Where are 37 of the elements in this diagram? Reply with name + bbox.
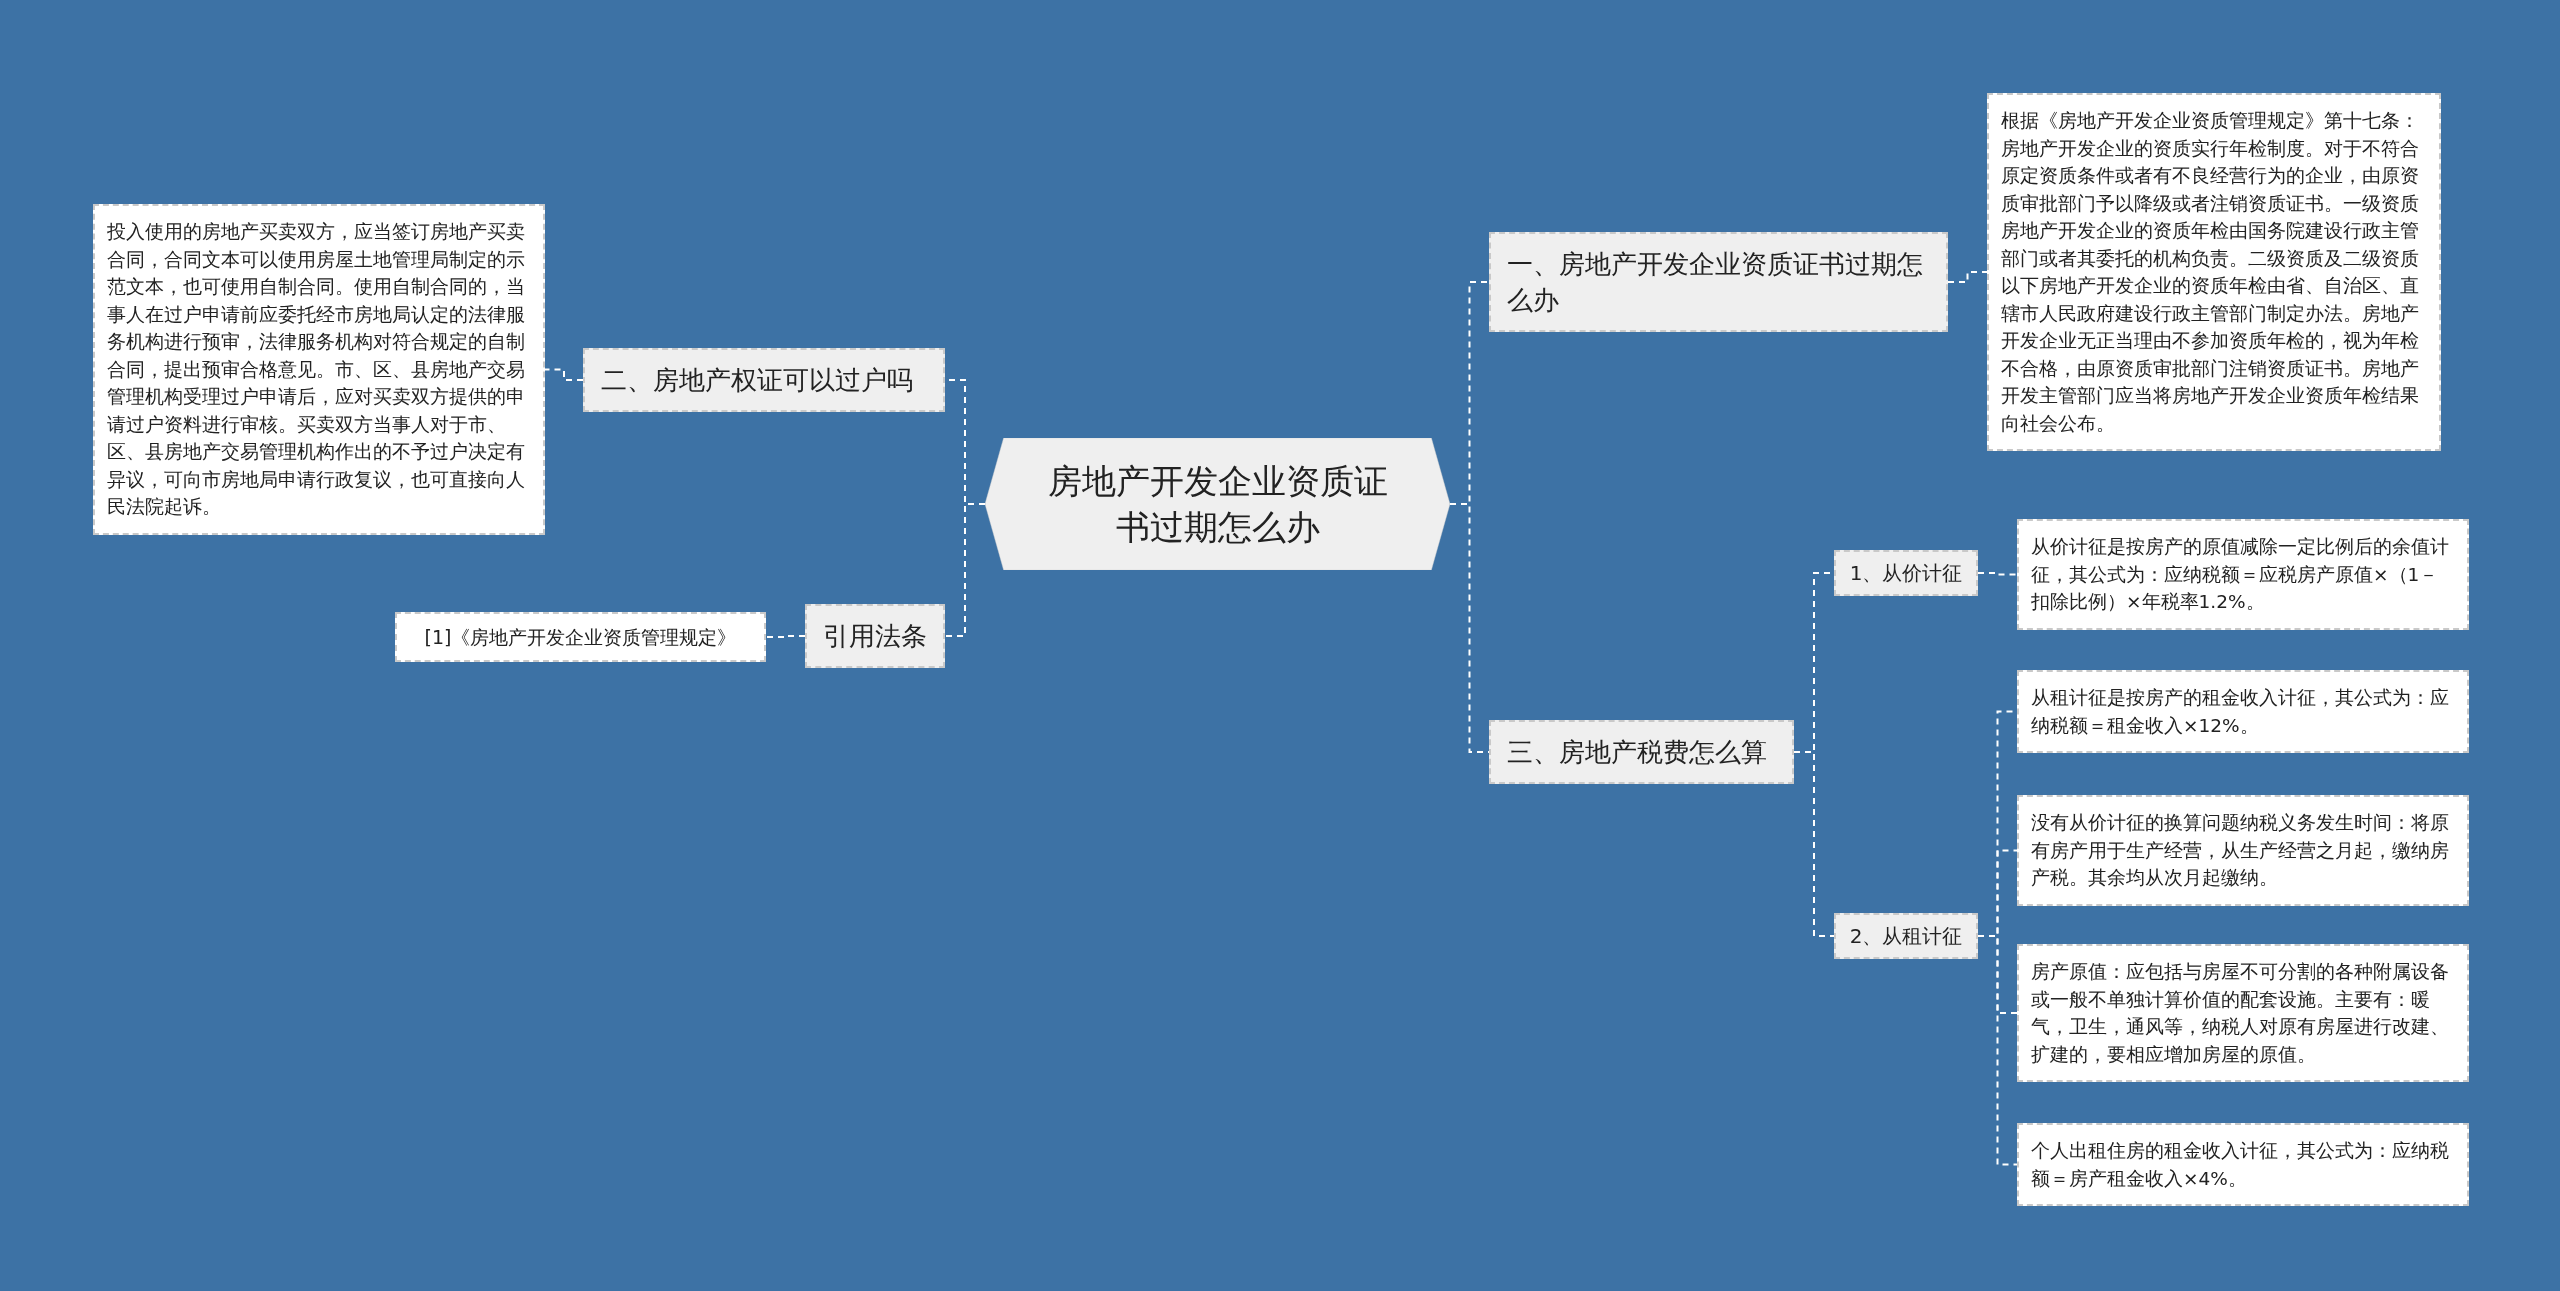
note-box (93, 204, 545, 535)
node-text: 一、房地产开发企业资质证书过期怎么办 (1507, 248, 1924, 317)
subtopic-box (1834, 913, 1978, 959)
note-box (2017, 670, 2469, 753)
node-text: 房地产开发企业资质证书过期怎么办 (1046, 460, 1389, 549)
note-box (2017, 1123, 2469, 1206)
connector-line (1793, 751, 1835, 937)
node-text: 根据《房地产开发企业资质管理规定》第十七条：房地产开发企业的资质实行年检制度。对于不符合原定资质条件或者有不良经营行为的企业，由原资质审批部门予以降级或者注销资质证书。一级资质房地产开发企业的资质年检由国务院建设行政主管部门或者其委托的机构负责。二级资质及二级资质以下房地产开发企业的资质年检由省、自治区、直辖市人民政府建设行政主管部门制定办法。房地产开发企业无正当理由不参加资质年检的，视为年检不合格，由原资质审批部门注销资质证书。房地产开发主管部门应当将房地产开发企业资质年检结果向社会公布。 (2001, 109, 2420, 436)
connector-line (1947, 271, 1988, 283)
topic-box (583, 348, 945, 412)
node-text: 二、房地产权证可以过户吗 (601, 364, 914, 397)
node-text: 三、房地产税费怎么算 (1507, 736, 1768, 769)
node-text: 引用法条 (823, 620, 927, 653)
node-text: 投入使用的房地产买卖双方，应当签订房地产买卖合同，合同文本可以使用房屋土地管理局制定的示范文本，也可使用自制合同。使用自制合同的，当事人在过户申请前应委托经市房地局认定的法律服务机构进行预审，法律服务机构对符合规定的自制合同，提出预审合格意见。市、区、县房地产交易管理机构受理过户申请后，应对买卖双方提供的申请过户资料进行审核。买卖双方当事人对于市、区、县房地产交易管理机构作出的不予过户决定有异议，可向市房地局申请行政复议，也可直接向人民法院起诉。 (107, 220, 526, 519)
note-box (1987, 93, 2441, 451)
reference-box (395, 612, 766, 662)
topic-box (1489, 232, 1948, 332)
note-box (2017, 944, 2469, 1082)
node-text: 个人出租住房的租金收入计征，其公式为：应纳税额＝房产租金收入×4%。 (2031, 1139, 2450, 1191)
subtopic-box (1834, 550, 1978, 596)
connector-line (765, 635, 806, 638)
node-text: 房产原值：应包括与房屋不可分割的各种附属设备或一般不单独计算价值的配套设施。主要有：暖气，卫生，通风等，纳税人对原有房屋进行改建、扩建的，要相应增加房屋的原值。 (2031, 960, 2450, 1067)
node-text: 2、从租计征 (1848, 923, 1964, 950)
node-text: 1、从价计征 (1848, 560, 1964, 587)
node-text: 从价计征是按房产的原值减除一定比例后的余值计征，其公式为：应纳税额＝应税房产原值×（1－扣除比例）×年税率1.2%。 (2031, 535, 2450, 614)
topic-box (1489, 720, 1794, 784)
node-text: 从租计征是按房产的租金收入计征，其公式为：应纳税额＝租金收入×12%。 (2031, 686, 2450, 738)
note-box (2017, 519, 2469, 630)
note-box (2017, 795, 2469, 906)
node-text: 没有从价计征的换算问题纳税义务发生时间：将原有房产用于生产经营，从生产经营之月起，缴纳房产税。其余均从次月起缴纳。 (2031, 811, 2450, 890)
node-text: [1]《房地产开发企业资质管理规定》 (423, 625, 738, 650)
connector-line (1977, 935, 2018, 1166)
connector-line (944, 503, 986, 637)
connector-line (1977, 572, 2018, 576)
root-topic (985, 438, 1450, 570)
topic-box (805, 604, 945, 668)
connector-line (544, 368, 584, 381)
